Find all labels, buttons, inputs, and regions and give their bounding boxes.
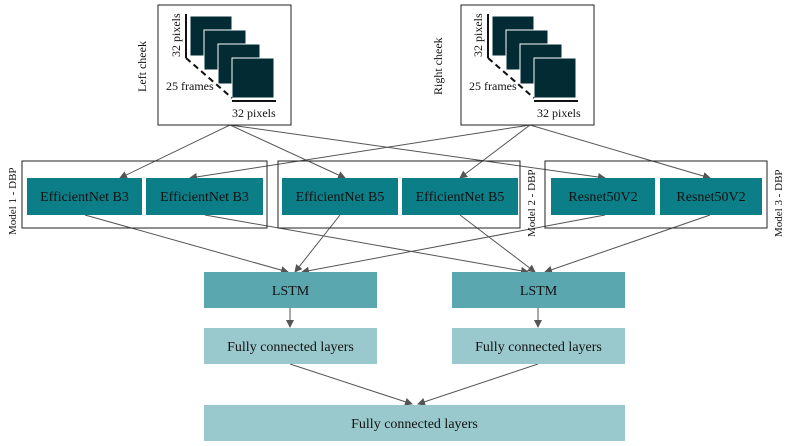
effnet-b5-box-1: EfficientNet B5	[282, 178, 398, 215]
lstm-label-1: LSTM	[272, 284, 310, 299]
lstm-box-2: LSTM	[452, 272, 625, 308]
left-width-label: 32 pixels	[232, 106, 276, 120]
resnet50v2-box-1: Resnet50V2	[551, 178, 655, 215]
arrow-effb3-1-to-lstm-1	[84, 214, 289, 274]
arrow-left-input-to-effb5-1	[229, 124, 346, 179]
left-frames-bar	[185, 57, 233, 99]
model-3-frame	[544, 160, 768, 229]
effnet-b3-box-1: EfficientNet B3	[27, 178, 142, 215]
fc-box-1: Fully connected layers	[204, 328, 377, 364]
effnet-b5-label-1: EfficientNet B5	[296, 190, 385, 205]
arrow-right-input-to-effb3-2	[189, 124, 531, 181]
arrow-left-input-to-resnet-1	[229, 124, 606, 181]
arrow-effb3-2-to-lstm-2	[204, 214, 529, 275]
model-1-frame	[21, 160, 268, 229]
effnet-b3-box-2: EfficientNet B3	[146, 178, 263, 215]
final-fc-box: Fully connected layers	[204, 405, 625, 441]
right-cheek-label: Right cheek	[431, 37, 445, 95]
fc-label-1: Fully connected layers	[227, 340, 354, 355]
right-width-label: 32 pixels	[537, 106, 581, 120]
fc-box-2: Fully connected layers	[452, 328, 625, 364]
left-frames-label: 25 frames	[166, 79, 214, 93]
right-frames-bar	[487, 57, 535, 99]
resnet50v2-box-2: Resnet50V2	[660, 178, 762, 215]
resnet50v2-label-2: Resnet50V2	[676, 190, 745, 205]
lstm-label-2: LSTM	[520, 284, 558, 299]
resnet50v2-label-1: Resnet50V2	[568, 190, 637, 205]
left-frame-stack	[189, 15, 275, 99]
connections	[84, 124, 711, 406]
arrow-fc-1-to-final-fc	[289, 363, 413, 406]
right-frame-stack	[491, 15, 577, 99]
model-2-frame	[277, 160, 521, 229]
fc-label-2: Fully connected layers	[475, 340, 602, 355]
arrow-effb5-2-to-lstm-2	[459, 214, 536, 273]
right-height-label: 32 pixels	[471, 13, 485, 57]
right-cheek-input: Right cheek 32 pixels 25 frames 32 pixel…	[431, 4, 595, 126]
arrow-left-input-to-effb3-1	[119, 124, 231, 179]
model-3-label: Model 3 - DBP	[773, 169, 785, 237]
effnet-b5-label-2: EfficientNet B5	[416, 190, 505, 205]
left-cheek-label: Left cheek	[135, 41, 149, 92]
effnet-b3-label-1: EfficientNet B3	[40, 190, 129, 205]
final-fc-label: Fully connected layers	[351, 417, 478, 432]
left-cheek-input: Left cheek 32 pixels 25 frames 32 pixels	[135, 4, 292, 126]
right-frames-label: 25 frames	[469, 79, 517, 93]
arrow-right-input-to-effb5-2	[459, 124, 531, 179]
model-2-label: Model 2 - DBP	[526, 169, 538, 237]
arrow-fc-2-to-final-fc	[417, 363, 539, 406]
effnet-b3-label-2: EfficientNet B3	[160, 190, 249, 205]
lstm-box-1: LSTM	[204, 272, 377, 308]
model-1-label: Model 1 - DBP	[7, 167, 19, 235]
left-height-label: 32 pixels	[169, 13, 183, 57]
arrow-resnet-2-to-lstm-2	[544, 214, 711, 274]
arrow-right-input-to-resnet-2	[529, 124, 711, 180]
arrow-resnet-1-to-lstm-1	[301, 214, 606, 275]
arrow-effb5-1-to-lstm-1	[294, 214, 341, 273]
effnet-b5-box-2: EfficientNet B5	[402, 178, 518, 215]
